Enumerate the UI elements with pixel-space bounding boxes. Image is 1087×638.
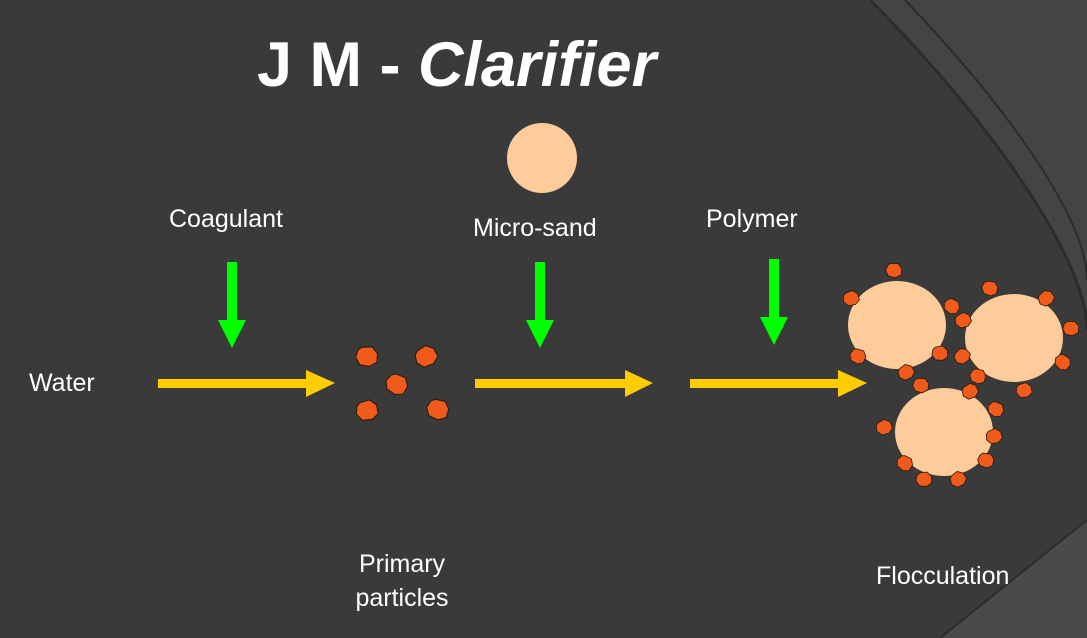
micro-sand-grain-icon [507, 123, 577, 193]
flocculation-label: Flocculation [876, 562, 1010, 590]
title-main: J M - [257, 30, 419, 100]
primary-label-line2: particles [355, 583, 449, 612]
flow-arrow-icon [158, 370, 335, 397]
water-label: Water [29, 369, 95, 397]
primary-particles-label: Primary particles [346, 548, 458, 616]
title-italic: Clarifier [418, 30, 657, 100]
coagulant-label: Coagulant [169, 205, 283, 233]
micro-sand-arrow-icon [526, 262, 554, 348]
floc-cluster-icon [841, 260, 1081, 490]
flow-arrow-icon [475, 370, 653, 397]
polymer-label: Polymer [706, 205, 798, 233]
flow-arrow-icon [690, 370, 867, 397]
polymer-arrow-icon [760, 259, 788, 345]
slide-title: J M - Clarifier [257, 34, 656, 97]
coagulant-arrow-icon [218, 262, 246, 348]
primary-particles-icon [353, 342, 453, 424]
primary-label-line1: Primary [358, 550, 446, 578]
micro-sand-label: Micro-sand [473, 214, 597, 242]
